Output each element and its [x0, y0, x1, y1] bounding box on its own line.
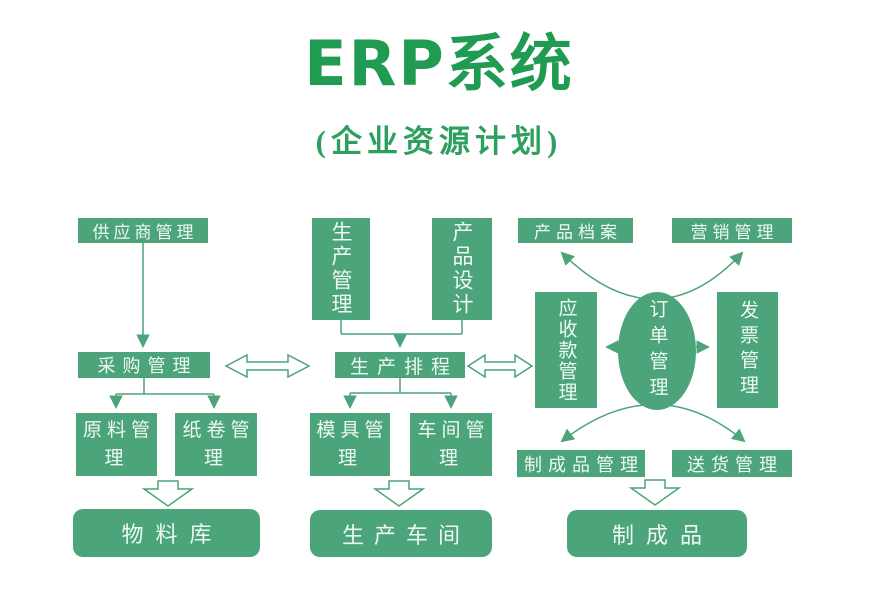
node-product-archive: 产品档案	[518, 218, 633, 243]
node-paper-roll-management: 纸卷管理	[175, 413, 257, 476]
line-production-merge	[340, 320, 463, 335]
node-production-scheduling: 生产排程	[335, 352, 465, 378]
node-order-management: 订单管理	[618, 292, 696, 410]
page-title: ERP系统	[304, 27, 574, 100]
node-raw-material-management: 原料管理	[76, 413, 157, 476]
node-finished-goods-management: 制成品管理	[517, 450, 645, 477]
node-purchasing-management: 采购管理	[78, 352, 210, 378]
block-arrow-to-production-workshop	[372, 480, 426, 507]
node-material-warehouse: 物料库	[73, 509, 260, 557]
block-arrow-to-finished-goods	[628, 479, 682, 506]
node-invoice-management: 发票管理	[717, 292, 778, 408]
line-purchasing-branch	[116, 378, 214, 395]
node-delivery-management: 送货管理	[672, 450, 792, 477]
node-supplier-management: 供应商管理	[78, 218, 208, 243]
node-mold-management: 模具管理	[310, 413, 390, 476]
line-scheduling-branch	[350, 378, 451, 394]
node-production-workshop: 生产车间	[310, 510, 492, 557]
node-receivables-management: 应收款管理	[535, 292, 597, 408]
block-arrow-to-material-warehouse	[141, 480, 195, 507]
double-arrow-scheduling-receivables	[466, 353, 534, 379]
node-production-management: 生产管理	[312, 218, 370, 320]
node-workshop-management: 车间管理	[410, 413, 492, 476]
page-subtitle: (企业资源计划)	[315, 124, 563, 159]
node-product-design: 产品设计	[432, 218, 492, 320]
node-finished-goods: 制成品	[567, 510, 747, 557]
node-marketing-management: 营销管理	[672, 218, 792, 243]
arc-to-finished-and-delivery	[560, 403, 746, 443]
double-arrow-purchasing-scheduling	[224, 353, 311, 379]
